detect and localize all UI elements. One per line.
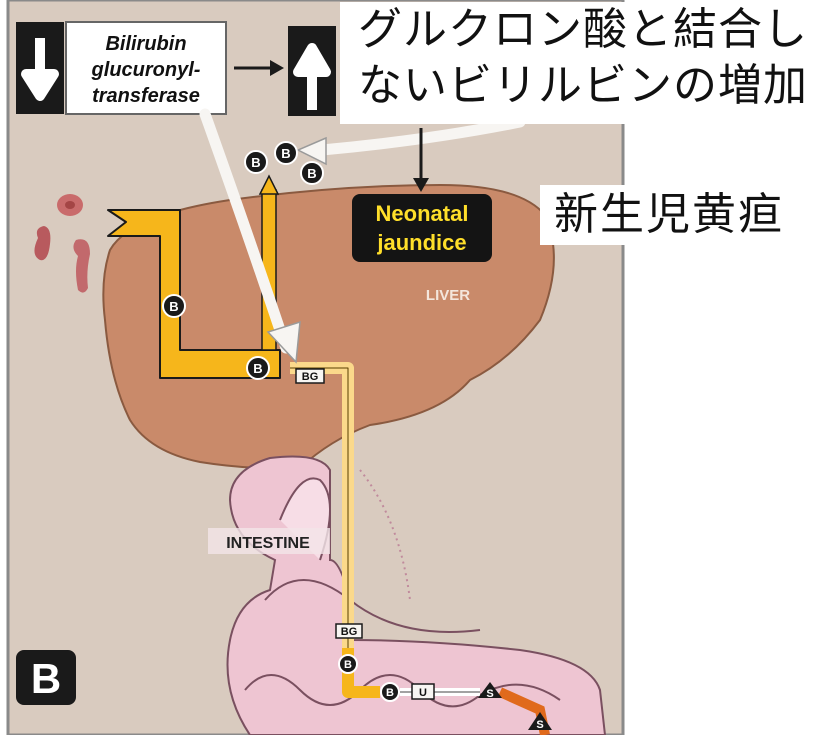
annotation-neonatal-jaundice: 新生児黄疸 <box>540 185 810 245</box>
molecule-s: S <box>478 682 502 700</box>
svg-text:B: B <box>169 299 178 314</box>
molecule-b: B <box>244 150 268 174</box>
svg-text:B: B <box>386 687 394 699</box>
svg-text:B: B <box>344 659 352 671</box>
svg-text:S: S <box>486 688 493 700</box>
liver-label: LIVER <box>426 287 470 304</box>
intestine-label: INTESTINE <box>226 535 310 552</box>
molecule-s: S <box>528 712 552 731</box>
svg-text:BG: BG <box>341 626 358 638</box>
molecule-b: B <box>246 356 270 380</box>
arrow-up-icon <box>293 43 331 110</box>
annotation-line2: ないビリルビンの増加 <box>358 60 808 111</box>
bilirubin-glucuronide-tags: BG BG <box>295 368 363 639</box>
bilirubin-molecules: B B B B B B B <box>162 141 400 702</box>
red-blood-cells <box>34 194 90 293</box>
svg-text:S: S <box>536 719 543 731</box>
neonatal-line1: Neonatal <box>376 201 469 226</box>
molecule-bg: BG <box>295 368 325 384</box>
neonatal-line2: jaundice <box>376 230 466 255</box>
molecule-u: U <box>411 683 435 700</box>
svg-text:BG: BG <box>302 371 319 383</box>
figure-letter-box <box>16 650 76 705</box>
curved-arrow-annotation <box>316 116 526 156</box>
annotation-unconjugated-bilirubin: グルクロン酸と結合し ないビリルビンの増加 <box>340 2 810 124</box>
molecule-bg: BG <box>335 623 363 639</box>
molecule-b: B <box>300 161 324 185</box>
neonatal-jaundice-box <box>352 194 492 262</box>
intestine <box>226 455 607 735</box>
svg-text:B: B <box>281 146 290 161</box>
figure-letter: B <box>31 655 61 702</box>
svg-text:B: B <box>253 361 262 376</box>
svg-text:U: U <box>419 687 427 699</box>
annotation-line1: グルクロン酸と結合し <box>358 4 808 55</box>
enzyme-label-line2: glucuronyl- <box>91 59 201 81</box>
molecule-b: B <box>162 294 186 318</box>
molecule-b: B <box>274 141 298 165</box>
arrow-down-icon <box>21 38 59 101</box>
svg-text:B: B <box>251 155 260 170</box>
enzyme-box: Bilirubin glucuronyl- transferase <box>16 21 336 116</box>
enzyme-label-line1: Bilirubin <box>105 33 186 55</box>
molecule-b: B <box>338 654 358 674</box>
curved-arrow-enzyme <box>199 108 292 354</box>
molecule-b: B <box>380 682 400 702</box>
svg-text:B: B <box>307 166 316 181</box>
enzyme-label-line3: transferase <box>92 85 200 107</box>
